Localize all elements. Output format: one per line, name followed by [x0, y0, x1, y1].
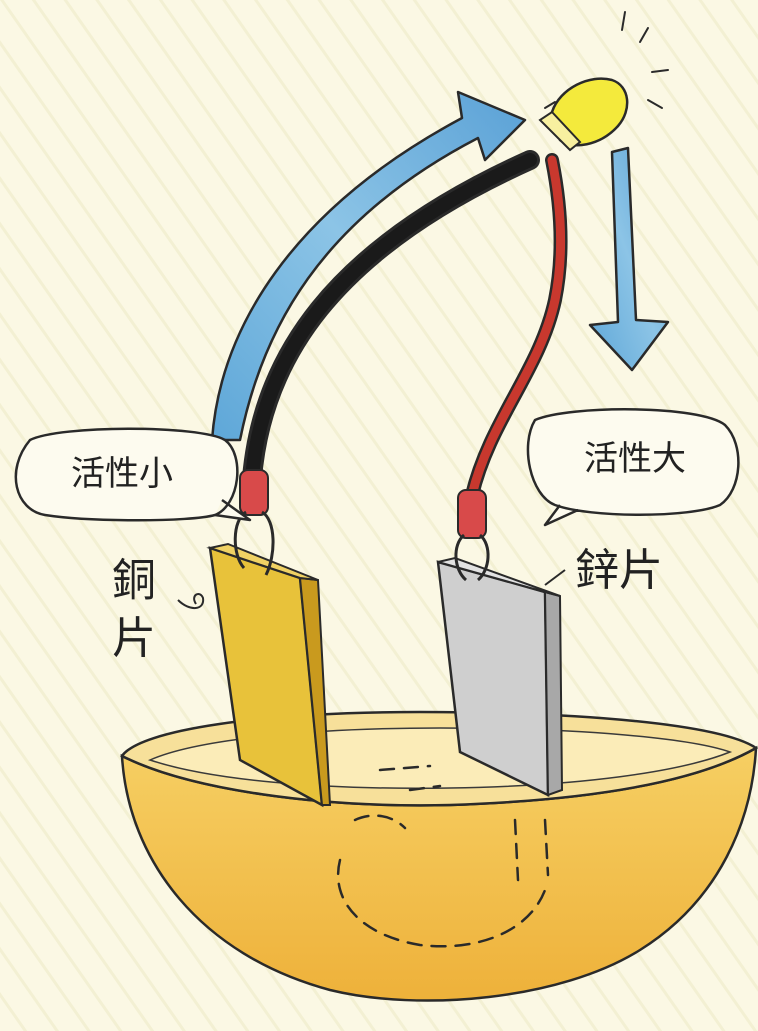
- arrow-up-left: [210, 90, 527, 442]
- zinc-plate-edge: [543, 590, 564, 797]
- red-wire: [465, 153, 568, 502]
- zinc-plate-label: 鋅片: [575, 545, 663, 596]
- right-clip: [454, 489, 490, 582]
- zinc-plate: [436, 556, 564, 798]
- left-bubble-text: 活性小: [71, 454, 173, 494]
- left-speech-bubble: 活性小: [14, 427, 252, 522]
- led-bulb-icon: [538, 11, 669, 152]
- left-clip: [233, 469, 275, 576]
- black-wire: [242, 150, 540, 488]
- right-bubble-text: 活性大: [584, 439, 686, 479]
- arrow-down-right: [588, 146, 670, 372]
- copper-label-pointer: [177, 593, 205, 609]
- right-speech-bubble: 活性大: [526, 408, 740, 527]
- copper-plate-label: 銅片: [112, 555, 156, 664]
- zinc-label-pointer: [544, 569, 566, 586]
- current-arrow-icon: [210, 90, 670, 442]
